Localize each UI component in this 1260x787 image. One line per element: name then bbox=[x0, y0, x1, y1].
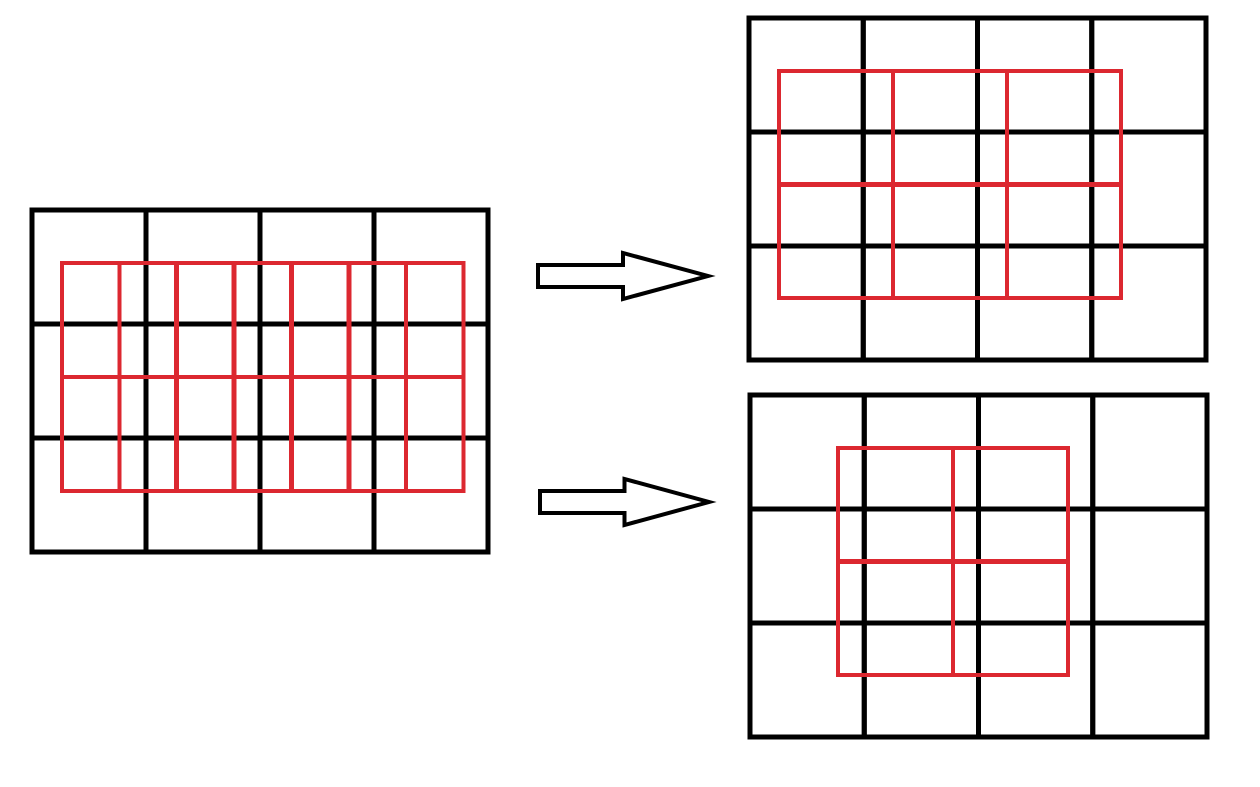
result-bottom-sliding-windows bbox=[836, 446, 1070, 677]
grid-cell bbox=[746, 243, 866, 363]
grid-cell bbox=[143, 321, 263, 441]
window-box bbox=[951, 446, 1070, 564]
grid-cell bbox=[143, 207, 263, 327]
grid-cell bbox=[860, 129, 980, 249]
result-grid-top-panel bbox=[746, 15, 1209, 363]
grid-cell bbox=[371, 321, 491, 441]
window-box bbox=[777, 182, 895, 300]
grid-cell bbox=[975, 129, 1095, 249]
grid-cell bbox=[746, 129, 866, 249]
window-box bbox=[347, 375, 466, 493]
grid-cell bbox=[861, 506, 981, 626]
window-box bbox=[1005, 182, 1123, 300]
window-box bbox=[951, 559, 1070, 677]
grid-cell bbox=[1089, 129, 1209, 249]
grid-cell bbox=[976, 392, 1096, 512]
grid-cell bbox=[746, 15, 866, 135]
grid-cell bbox=[976, 506, 1096, 626]
result-bottom-cell-grid bbox=[747, 392, 1210, 740]
grid-cell bbox=[29, 321, 149, 441]
result-top-sliding-windows bbox=[777, 69, 1123, 300]
grid-cell bbox=[747, 506, 867, 626]
grid-cell bbox=[976, 620, 1096, 740]
result-grid-bottom-panel bbox=[747, 392, 1210, 740]
window-box bbox=[1005, 69, 1123, 187]
grid-cell bbox=[975, 15, 1095, 135]
grid-cell bbox=[975, 243, 1095, 363]
grid-cell bbox=[1089, 243, 1209, 363]
grid-cell bbox=[1090, 506, 1210, 626]
grid-cell bbox=[861, 392, 981, 512]
result-top-cell-grid bbox=[746, 15, 1209, 363]
window-box bbox=[836, 446, 955, 564]
grid-cell bbox=[371, 435, 491, 555]
grid-cell bbox=[860, 15, 980, 135]
arrow-layer bbox=[536, 250, 717, 528]
source-cell-grid bbox=[29, 207, 491, 555]
grid-cell bbox=[257, 321, 377, 441]
window-box bbox=[891, 182, 1009, 300]
grid-cell bbox=[257, 435, 377, 555]
grid-cell bbox=[1090, 620, 1210, 740]
grid-cell bbox=[1090, 392, 1210, 512]
grid-cell bbox=[257, 207, 377, 327]
window-box bbox=[836, 559, 955, 677]
grid-cell bbox=[143, 435, 263, 555]
grid-cell bbox=[371, 207, 491, 327]
source-grid-panel bbox=[29, 207, 491, 555]
grid-cell bbox=[1089, 15, 1209, 135]
grid-cell bbox=[861, 620, 981, 740]
grid-cell bbox=[747, 620, 867, 740]
grid-cell bbox=[860, 243, 980, 363]
right-arrow-icon bbox=[536, 250, 716, 302]
grid-cell bbox=[29, 435, 149, 555]
grid-cell bbox=[747, 392, 867, 512]
window-box bbox=[891, 69, 1009, 187]
right-arrow-icon bbox=[538, 476, 717, 528]
window-box bbox=[777, 69, 895, 187]
grid-cell bbox=[29, 207, 149, 327]
source-sliding-windows bbox=[60, 261, 466, 493]
